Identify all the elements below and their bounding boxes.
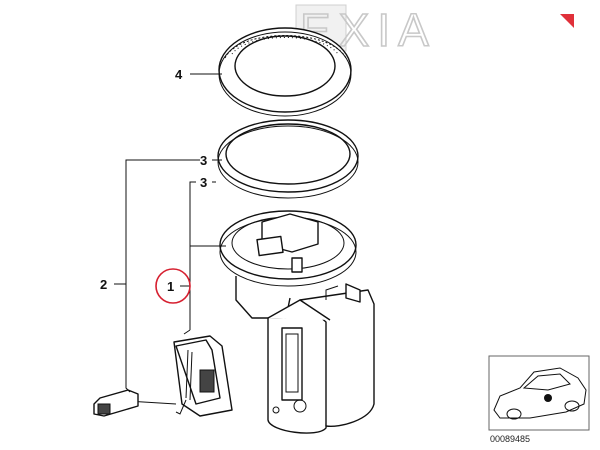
callout-labels: 4 3 3 2 1 [100,67,207,304]
car-outline [493,367,587,420]
reference-number: 00089485 [490,434,530,444]
level-sensor-part-2 [93,335,233,417]
callout-3-upper[interactable]: 3 [200,153,207,168]
vehicle-thumbnail: 00089485 [488,355,590,444]
locator-dot [544,394,552,402]
callout-1-highlight [155,268,191,304]
leader-lines [114,73,226,393]
callout-2[interactable]: 2 [100,277,107,292]
callout-1[interactable]: 1 [167,279,174,294]
thumbnail-frame [488,355,590,431]
fuel-pump-part-1 [219,210,375,434]
seal-ring-part-4 [218,27,352,117]
callout-4[interactable]: 4 [175,67,183,82]
logo-accent [560,14,574,28]
gasket-ring-part-3 [217,119,359,199]
callout-3-lower[interactable]: 3 [200,175,207,190]
